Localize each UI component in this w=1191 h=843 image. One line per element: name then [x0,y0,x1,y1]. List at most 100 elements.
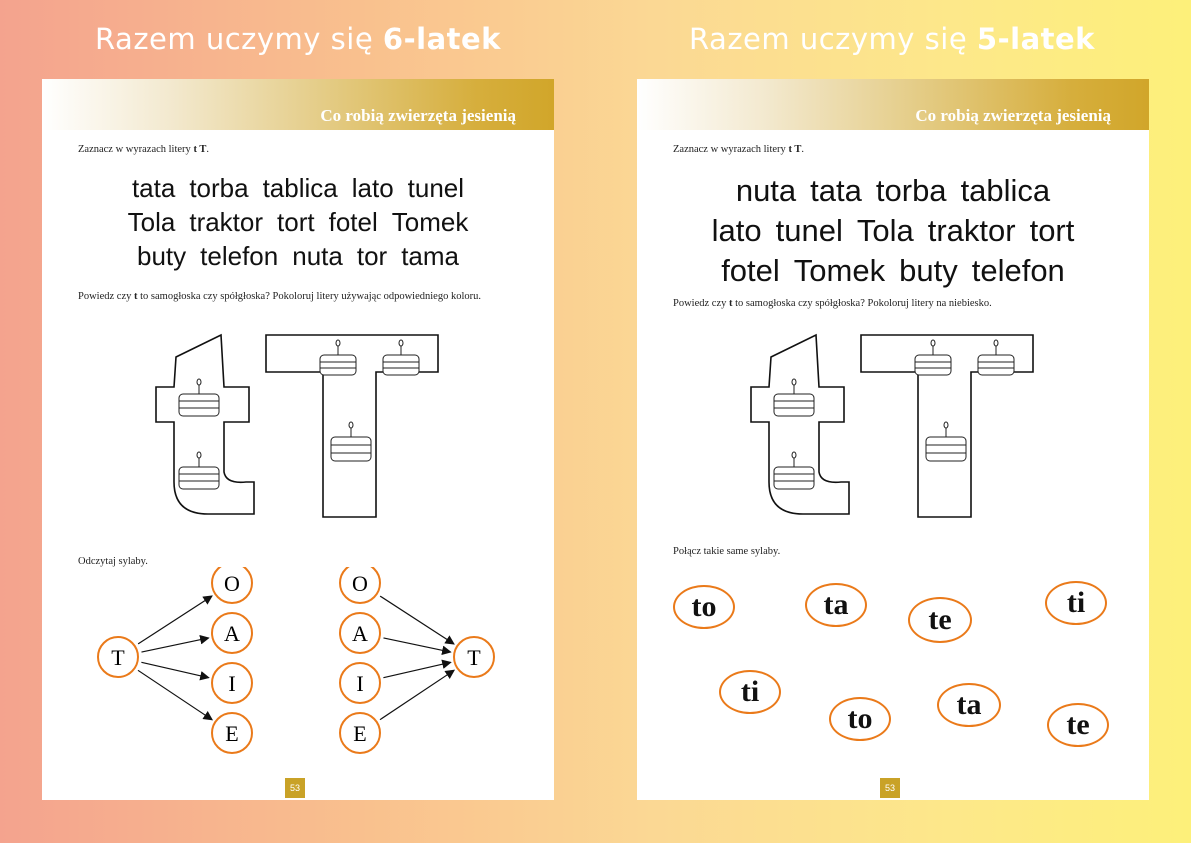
word[interactable]: tort [1029,213,1075,248]
syllable-oval-to[interactable]: to [829,697,891,741]
syllable-letter: E [353,721,366,746]
instruction-match-syllables: Połącz takie same sylaby. [673,546,781,557]
instruction-text: to samogłoska czy spółgłoska? Pokoloruj … [735,298,992,309]
instruction-mark-letters: Zaznacz w wyrazach litery t T. [673,144,804,155]
worksheet-page-right: Co robią zwierzęta jesienią Zaznacz w wy… [637,79,1149,800]
vowel-circle: I [211,662,253,704]
instruction-mark-letters: Zaznacz w wyrazach litery t T. [78,144,209,155]
word[interactable]: tunel [407,173,465,203]
word[interactable]: Tomek [793,253,886,288]
arrow [137,669,214,721]
word[interactable]: tunel [775,213,843,248]
instruction-text: Powiedz czy [673,298,727,309]
letters-tT-coloring[interactable] [741,332,1041,522]
vowel-circle: A [211,612,253,654]
word-line: lato tunel Tola traktor tort [637,211,1149,251]
word[interactable]: nuta [735,173,797,208]
syllable-target-circle: T [453,636,495,678]
arrow [141,661,210,681]
word-line: fotel Tomek buty telefon [637,251,1149,291]
word[interactable]: fotel [328,207,378,237]
word[interactable]: tata [131,173,176,203]
vowel-circle: E [339,712,381,754]
cake-icon [178,339,420,490]
word[interactable]: Tola [856,213,914,248]
instruction-text: Zaznacz w wyrazach litery [673,144,786,155]
word[interactable]: nuta [292,241,343,271]
headline-prefix: Razem uczymy się [95,22,374,56]
worksheet-page-left: Co robią zwierzęta jesienią Zaznacz w wy… [42,79,554,800]
word[interactable]: torba [875,173,947,208]
word[interactable]: buty [137,241,187,271]
word[interactable]: tata [810,173,862,208]
word[interactable]: Tomek [391,207,469,237]
syllable-source-circle: T [97,636,139,678]
syllable-oval-ti[interactable]: ti [1045,581,1107,625]
syllable-letter: A [352,621,368,646]
instruction-letter: t [133,291,138,302]
word[interactable]: tama [401,241,459,271]
vowel-circle: I [339,662,381,704]
instruction-text: Powiedz czy [78,291,132,302]
arrow [141,634,210,653]
syllable-letter: O [224,571,240,596]
arrow [383,659,452,679]
word[interactable]: lato [711,213,762,248]
word[interactable]: torba [189,173,249,203]
instruction-color-letters: Powiedz czy t to samogłoska czy spółgłos… [673,297,1123,310]
vowel-circle: O [339,567,381,604]
word[interactable]: telefon [200,241,279,271]
page-banner: Co robią zwierzęta jesienią [42,79,554,130]
arrow [379,595,455,645]
word[interactable]: buty [899,253,958,288]
syllable-oval-te[interactable]: te [908,597,972,643]
page-number: 53 [285,778,305,798]
letters-tT-coloring[interactable] [146,332,446,522]
word-line: nuta tata torba tablica [637,171,1149,211]
cake-icon [773,339,1015,490]
syllable-letter: T [467,645,481,670]
syllable-letter: O [352,571,368,596]
page-banner: Co robią zwierzęta jesienią [637,79,1149,130]
vowel-circle: E [211,712,253,754]
syllable-oval-te[interactable]: te [1047,703,1109,747]
syllable-oval-ta[interactable]: ta [805,583,867,627]
headline-prefix: Razem uczymy się [689,22,968,56]
word[interactable]: tablica [960,173,1051,208]
syllable-oval-to[interactable]: to [673,585,735,629]
word-line: tata torba tablica lato tunel [42,171,554,205]
syllable-oval-ta[interactable]: ta [937,683,1001,727]
vowel-circle: A [339,612,381,654]
word[interactable]: traktor [189,207,264,237]
word[interactable]: Tola [127,207,176,237]
word[interactable]: traktor [927,213,1016,248]
page-number: 53 [880,778,900,798]
word[interactable]: tor [356,241,388,271]
syllable-letter: T [111,645,125,670]
word[interactable]: telefon [971,253,1065,288]
arrow [379,669,456,721]
word[interactable]: tablica [262,173,338,203]
word[interactable]: fotel [721,253,780,288]
syllable-letter: A [224,621,240,646]
headline-age: 6-latek [382,22,501,56]
word[interactable]: lato [351,173,394,203]
instruction-letters: t T [788,144,802,155]
headline-6-latek: Razem uczymy się 6-latek [18,22,578,66]
instruction-letters: t T [193,144,207,155]
word-list: nuta tata torba tablica lato tunel Tola traktor… [637,171,1149,291]
arrow [383,637,452,656]
instruction-color-letters: Powiedz czy t to samogłoska czy spółgłos… [78,290,518,303]
syllable-oval-ti[interactable]: ti [719,670,781,714]
syllable-letter: E [225,721,238,746]
banner-title: Co robią zwierzęta jesienią [320,106,516,125]
word[interactable]: tort [277,207,315,237]
instruction-text: Zaznacz w wyrazach litery [78,144,191,155]
instruction-text: to samogłoska czy spółgłoska? Pokoloruj … [140,291,482,302]
syllable-letter: I [356,671,363,696]
banner-title: Co robią zwierzęta jesienią [915,106,1111,125]
arrow [137,595,213,645]
